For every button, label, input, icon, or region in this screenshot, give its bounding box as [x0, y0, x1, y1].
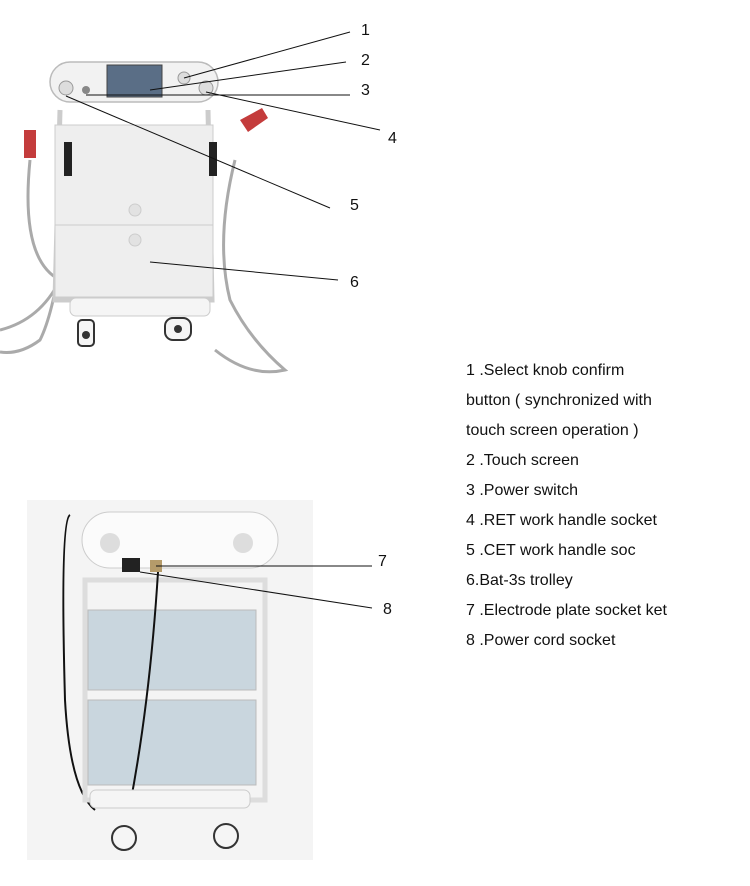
legend-line: 3 .Power switch	[466, 482, 579, 499]
callout-7: 7	[378, 553, 387, 570]
legend-line: 8 .Power cord socket	[466, 632, 616, 649]
legend-line: 4 .RET work handle socket	[466, 512, 657, 529]
legend-line: 1 .Select knob confirm	[466, 362, 625, 379]
legend-line: touch screen operation )	[466, 422, 639, 439]
legend-line: 6.Bat-3s trolley	[466, 572, 573, 589]
callout-3: 3	[361, 82, 370, 99]
callout-2: 2	[361, 52, 370, 69]
callout-5: 5	[350, 197, 359, 214]
legend-line: 2 .Touch screen	[466, 452, 579, 469]
callout-4: 4	[388, 130, 397, 147]
legend-line: button ( synchronized with	[466, 392, 652, 409]
callout-8: 8	[383, 601, 392, 618]
parts-legend: 1 .Select knob confirm button ( synchron…	[466, 356, 736, 656]
legend-line: 7 .Electrode plate socket ket	[466, 602, 667, 619]
callout-6: 6	[350, 274, 359, 291]
legend-line: 5 .CET work handle soc	[466, 542, 636, 559]
callout-1: 1	[361, 22, 370, 39]
